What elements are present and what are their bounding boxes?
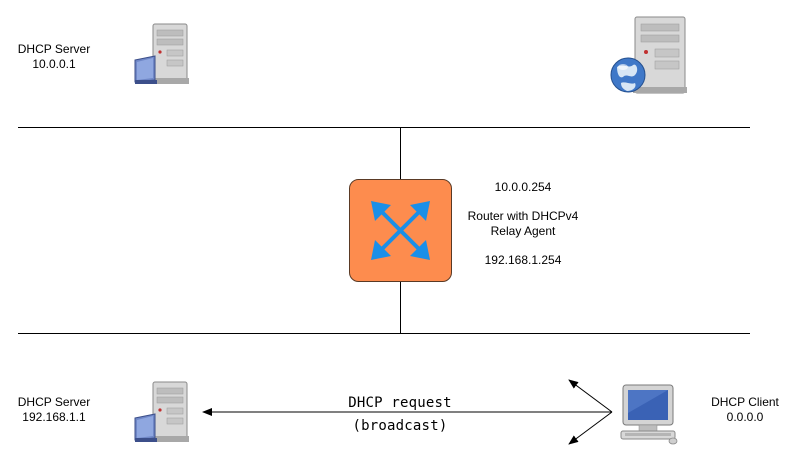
dhcp-client-ip: 0.0.0.0 bbox=[726, 410, 764, 424]
workstation-icon bbox=[617, 383, 681, 447]
router-name-line1: Router with DHCPv4 bbox=[467, 209, 579, 223]
dhcp-client-label: DHCP Client 0.0.0.0 bbox=[700, 395, 790, 425]
router-ip-bottom: 192.168.1.254 bbox=[484, 253, 562, 267]
router-icon bbox=[349, 179, 452, 282]
network-segment-bottom bbox=[18, 333, 750, 334]
dhcp-server-top-name: DHCP Server bbox=[17, 42, 91, 56]
server-icon bbox=[133, 22, 189, 86]
dhcp-server-bottom-label: DHCP Server 192.168.1.1 bbox=[10, 395, 98, 425]
web-server-globe-icon bbox=[609, 15, 689, 95]
message-line1: DHCP request bbox=[348, 395, 452, 411]
server-icon bbox=[133, 380, 189, 444]
dhcp-server-bottom-ip: 192.168.1.1 bbox=[22, 410, 86, 424]
router-ip-top: 10.0.0.254 bbox=[494, 180, 552, 194]
router-name-line2: Relay Agent bbox=[490, 224, 556, 238]
dhcp-client-name: DHCP Client bbox=[711, 395, 779, 409]
router-link-bottom bbox=[400, 282, 401, 333]
broadcast-arrow-up bbox=[568, 379, 613, 413]
network-segment-top bbox=[18, 127, 750, 128]
dhcp-server-top-label: DHCP Server 10.0.0.1 bbox=[12, 42, 96, 72]
dhcp-server-top-ip: 10.0.0.1 bbox=[32, 57, 76, 71]
router-link-top bbox=[400, 127, 401, 179]
dhcp-server-bottom-name: DHCP Server bbox=[17, 395, 91, 409]
message-line2: (broadcast) bbox=[352, 418, 448, 434]
broadcast-arrow-down bbox=[568, 411, 613, 445]
router-labels: 10.0.0.254 Router with DHCPv4 Relay Agen… bbox=[457, 180, 589, 268]
